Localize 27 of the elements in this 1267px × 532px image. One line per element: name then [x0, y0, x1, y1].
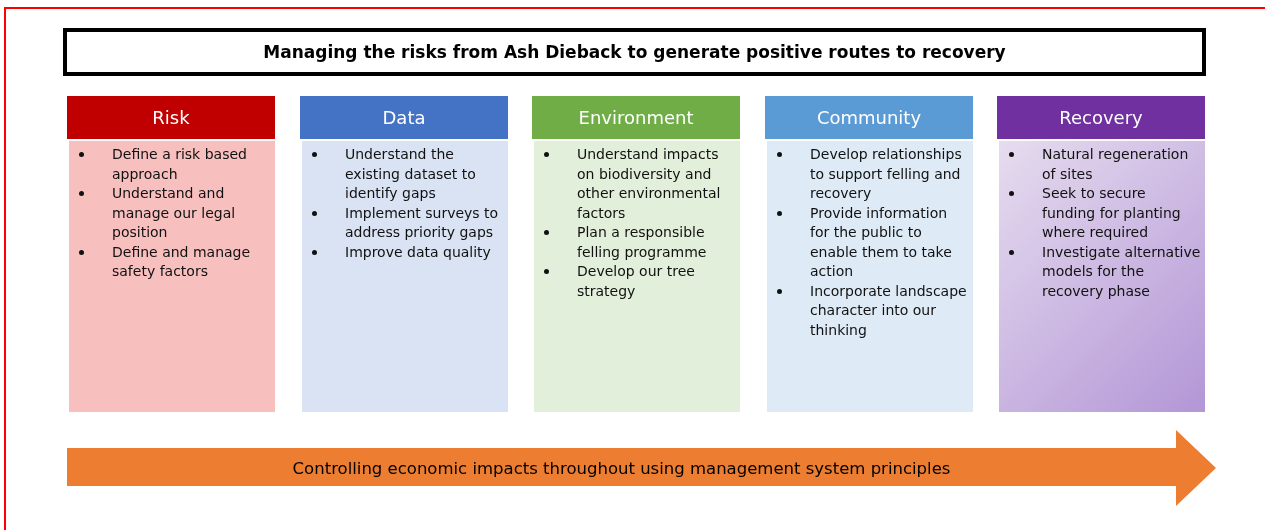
banner-text: Controlling economic impacts throughout using management system principles: [292, 458, 951, 478]
column-panel: [69, 141, 275, 412]
bullet-text: Provide information for the public to enable them to take action: [810, 204, 952, 279]
bullet-text: Seek to secure funding for planting where required: [1042, 185, 1181, 240]
bullet-text: Natural regeneration of sites: [1042, 146, 1189, 182]
column-panel: [534, 141, 740, 412]
bullet-text: Develop relationships to support felling and recovery: [810, 146, 962, 201]
column-heading: Data: [300, 96, 508, 139]
bullet-text: Improve data quality: [345, 243, 491, 260]
title-box: Managing the risks from Ash Dieback to generate positive routes to recovery: [63, 28, 1206, 76]
bullet-text: Plan a responsible felling programme: [577, 224, 707, 260]
column-panel: [767, 141, 973, 412]
bullet-text: Understand impacts on biodiversity and other environmental factors: [577, 146, 721, 221]
column-heading: Risk: [67, 96, 275, 139]
column-panel: [999, 141, 1205, 412]
column-panel: [302, 141, 508, 412]
bullet-text: Incorporate landscape character into our thinking: [810, 282, 967, 338]
bullet-text: Investigate alternative models for the recovery phase: [1042, 243, 1201, 299]
bullet-text: Implement surveys to address priority gaps: [345, 204, 499, 240]
bullet-text: Define a risk based approach: [112, 146, 247, 182]
column-heading: Community: [765, 96, 973, 139]
bullet-text: Understand the existing dataset to identify gaps: [345, 146, 476, 201]
bullet-text: Understand and manage our legal position: [112, 185, 236, 240]
column-heading: Environment: [532, 96, 740, 139]
bullet-text: Define and manage safety factors: [112, 243, 251, 279]
column-heading: Recovery: [997, 96, 1205, 139]
bullet-text: Develop our tree strategy: [577, 263, 695, 299]
